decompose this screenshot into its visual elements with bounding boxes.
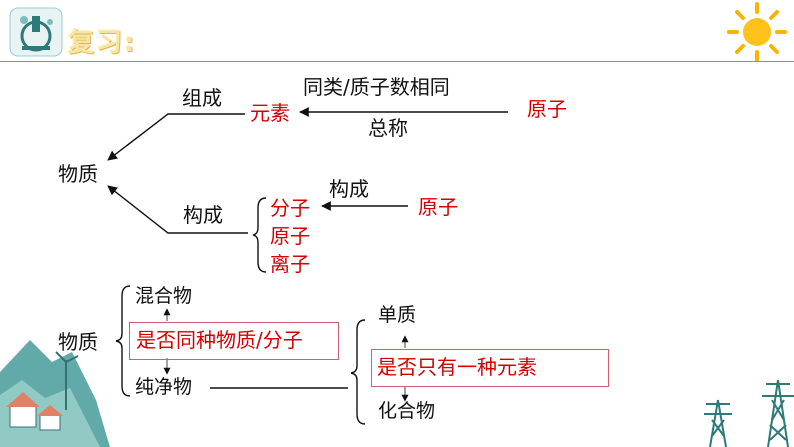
mixture-label: 混合物 <box>135 285 193 307</box>
lower-root-label: 物质 <box>58 330 98 354</box>
element-relation-top: 同类/质子数相同 <box>303 75 450 99</box>
structure-relation-label: 构成 <box>329 177 369 201</box>
particle-atom: 原子 <box>270 224 310 248</box>
structure-branch <box>107 185 248 234</box>
compound-label: 化合物 <box>378 400 436 422</box>
element-relation-bottom: 总称 <box>368 116 408 140</box>
atom-top-label: 原子 <box>527 97 567 121</box>
criterion-element: 是否只有一种元素 <box>377 355 537 379</box>
composition-label: 组成 <box>182 86 222 110</box>
criterion-molecule: 是否同种物质/分子 <box>136 328 303 352</box>
landscape-illustration <box>0 340 110 447</box>
particle-ion: 离子 <box>270 252 310 276</box>
criterion-element-box <box>371 349 609 387</box>
atom-bottom-label: 原子 <box>418 195 458 219</box>
header-rule <box>0 61 794 62</box>
mixture-brace <box>115 285 131 397</box>
composition-branch <box>107 113 245 161</box>
particle-molecule: 分子 <box>270 196 310 220</box>
particles-brace <box>252 197 267 273</box>
sun-icon <box>727 2 787 62</box>
power-pylon-icon <box>704 379 794 447</box>
upper-root-label: 物质 <box>58 162 98 186</box>
lab-microscope-icon <box>9 7 63 57</box>
element-label: 元素 <box>250 101 290 125</box>
simple-substance-label: 单质 <box>378 304 417 326</box>
review-title: 复习: <box>68 28 137 58</box>
pure-brace <box>350 319 366 425</box>
structure-label: 构成 <box>183 203 223 227</box>
pure-substance-label: 纯净物 <box>135 376 193 398</box>
criterion-molecule-box <box>129 322 339 360</box>
